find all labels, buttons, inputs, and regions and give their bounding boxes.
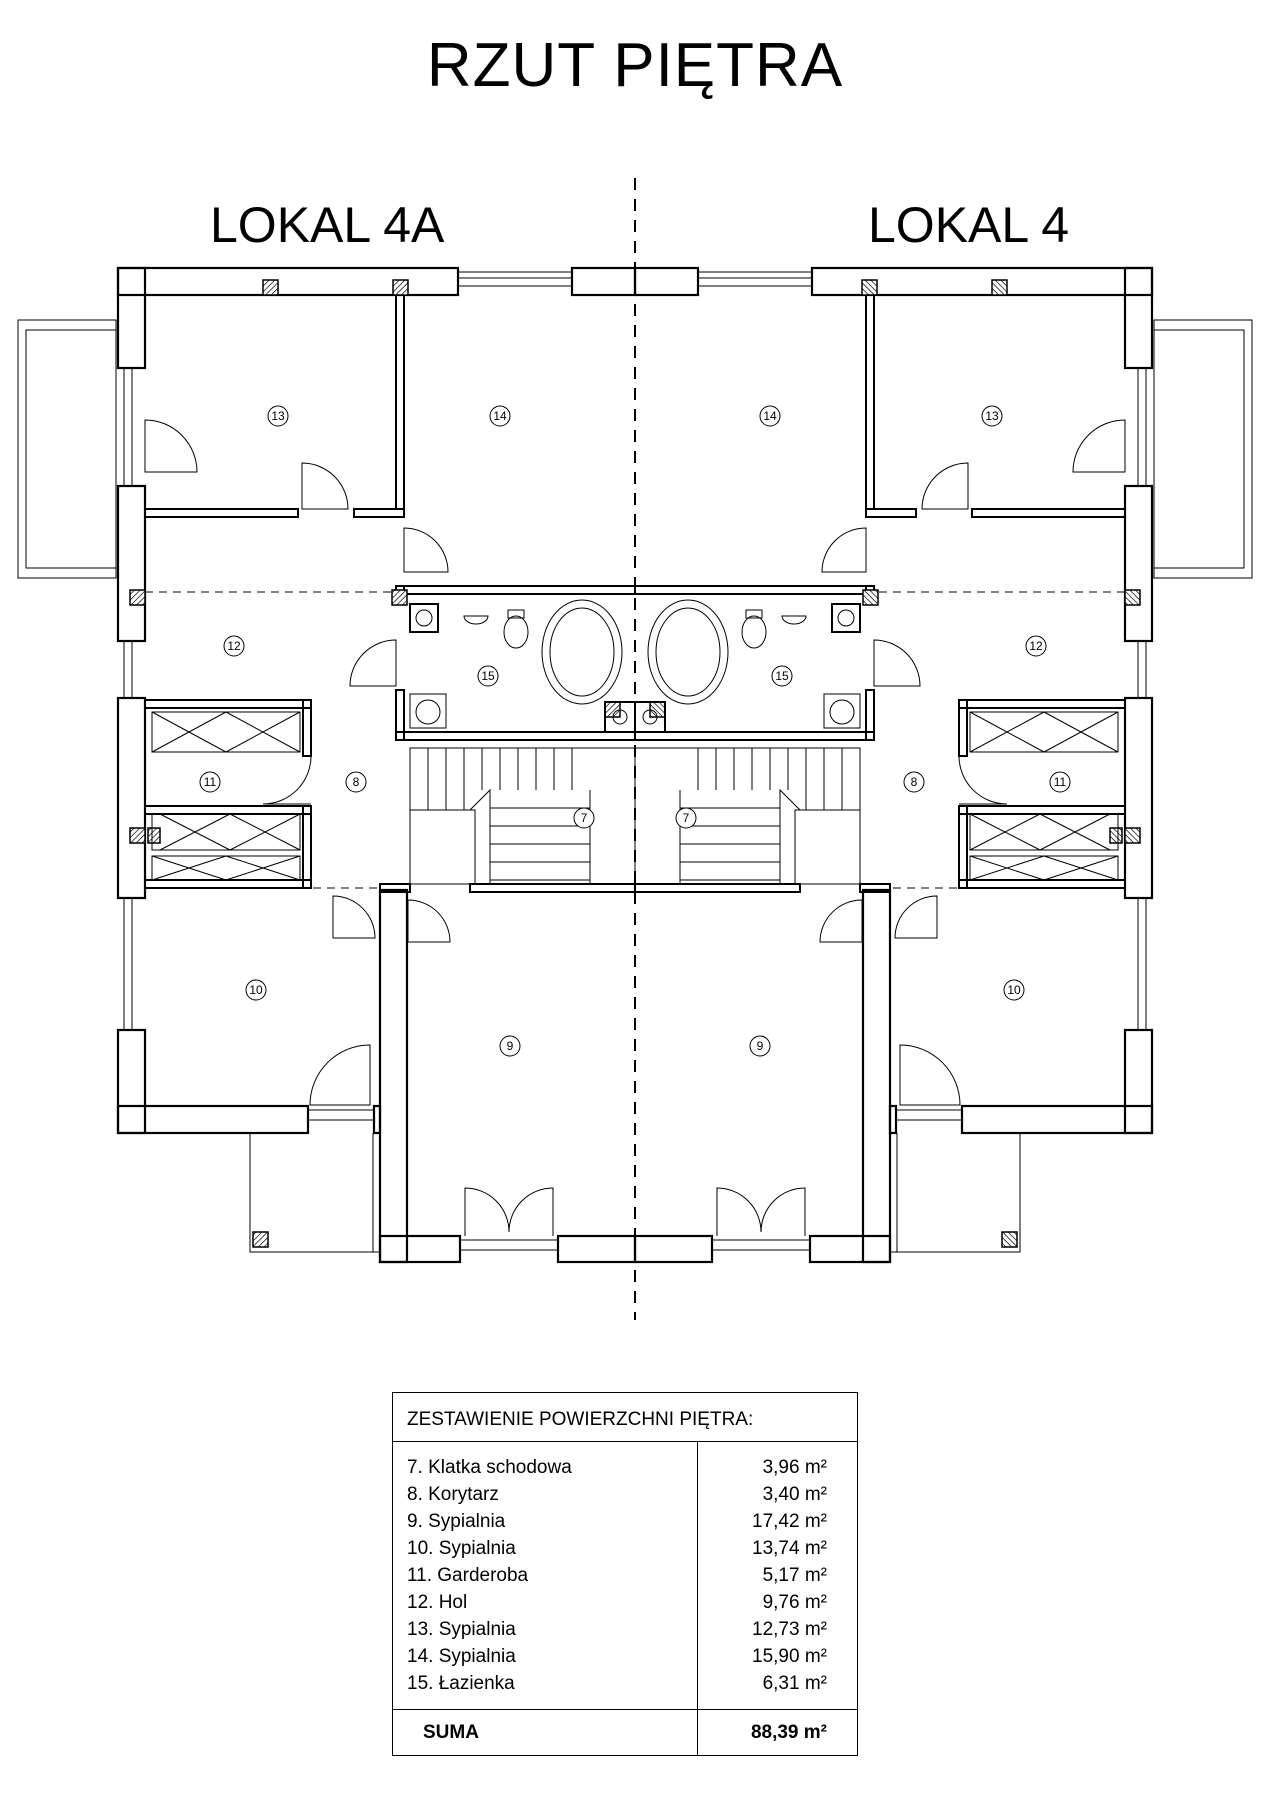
room-number: 15 [771,665,793,687]
vent-block [391,589,408,606]
svg-text:12: 12 [1029,639,1043,653]
area-summary-table: ZESTAWIENIE POWIERZCHNI PIĘTRA: 7. Klatk… [392,1392,858,1756]
room-number: 11 [199,771,221,793]
svg-text:7: 7 [581,811,588,825]
room-number: 9 [749,1035,771,1057]
table-title: ZESTAWIENIE POWIERZCHNI PIĘTRA: [407,1409,754,1430]
balcony [17,319,117,579]
room-number: 13 [267,405,289,427]
unit-half-left [17,266,637,1264]
room-number: 9 [499,1035,521,1057]
svg-text:14: 14 [493,409,507,423]
svg-text:9: 9 [507,1039,514,1053]
table-row: 14. Sypialnia 15,90 m² [407,1646,827,1667]
room-number: 14 [759,405,781,427]
room-numbers-right: 14 13 12 15 8 11 7 10 [675,405,1071,1057]
room-number: 15 [477,665,499,687]
table-row: 15. Łazienka 6,31 m² [407,1673,827,1694]
svg-text:10: 10 [249,983,263,997]
svg-text:10: 10 [1007,983,1021,997]
vent-block [129,589,146,606]
room-numbers-left: 13 14 12 15 11 8 7 10 [199,405,595,1057]
unit-label-left: LOKAL 4A [210,197,445,253]
room-number: 8 [345,771,367,793]
table-row: 12. Hol 9,76 m² [407,1592,827,1613]
room-number: 7 [675,807,697,829]
sum-value: 88,39 m² [750,1722,827,1743]
vent-block [604,701,621,718]
svg-text:15: 15 [775,669,789,683]
room-number: 12 [223,635,245,657]
table-row: 10. Sypialnia 13,74 m² [407,1538,827,1559]
svg-text:13: 13 [985,409,999,423]
room-number: 7 [573,807,595,829]
svg-text:8: 8 [353,775,360,789]
table-column-divider [697,1441,698,1755]
vent-block [392,279,409,296]
svg-text:11: 11 [204,775,217,789]
vent-block [252,1231,269,1248]
unit-half-right [633,266,1254,1264]
table-row: 11. Garderoba 5,17 m² [407,1565,827,1586]
room-number: 10 [1003,979,1025,1001]
table-row: 9. Sypialnia 17,42 m² [407,1511,827,1532]
floor-plan: 13 14 12 15 11 8 7 10 [17,178,1254,1320]
table-divider [393,1709,857,1710]
svg-text:9: 9 [757,1039,764,1053]
table-sum-row: SUMA 88,39 m² [423,1722,843,1744]
outer-wall [118,268,618,1262]
room-number: 8 [903,771,925,793]
table-divider [393,1441,857,1442]
unit-label-right: LOKAL 4 [868,197,1070,253]
table-row: 8. Korytarz 3,40 m² [407,1484,827,1505]
sum-label: SUMA [423,1722,479,1743]
room-number: 12 [1025,635,1047,657]
table-row: 7. Klatka schodowa 3,96 m² [407,1457,827,1478]
room-number: 11 [1049,771,1071,793]
svg-text:11: 11 [1054,775,1067,789]
table-row: 13. Sypialnia 12,73 m² [407,1619,827,1640]
svg-text:14: 14 [763,409,777,423]
vent-block [147,827,161,844]
vent-block [129,827,146,844]
svg-text:8: 8 [911,775,918,789]
room-number: 10 [245,979,267,1001]
svg-text:12: 12 [227,639,241,653]
vent-block [262,279,279,296]
svg-text:13: 13 [271,409,285,423]
room-number: 14 [489,405,511,427]
room-number: 13 [981,405,1003,427]
svg-text:15: 15 [481,669,495,683]
svg-text:7: 7 [683,811,690,825]
page-title: RZUT PIĘTRA [426,31,844,100]
